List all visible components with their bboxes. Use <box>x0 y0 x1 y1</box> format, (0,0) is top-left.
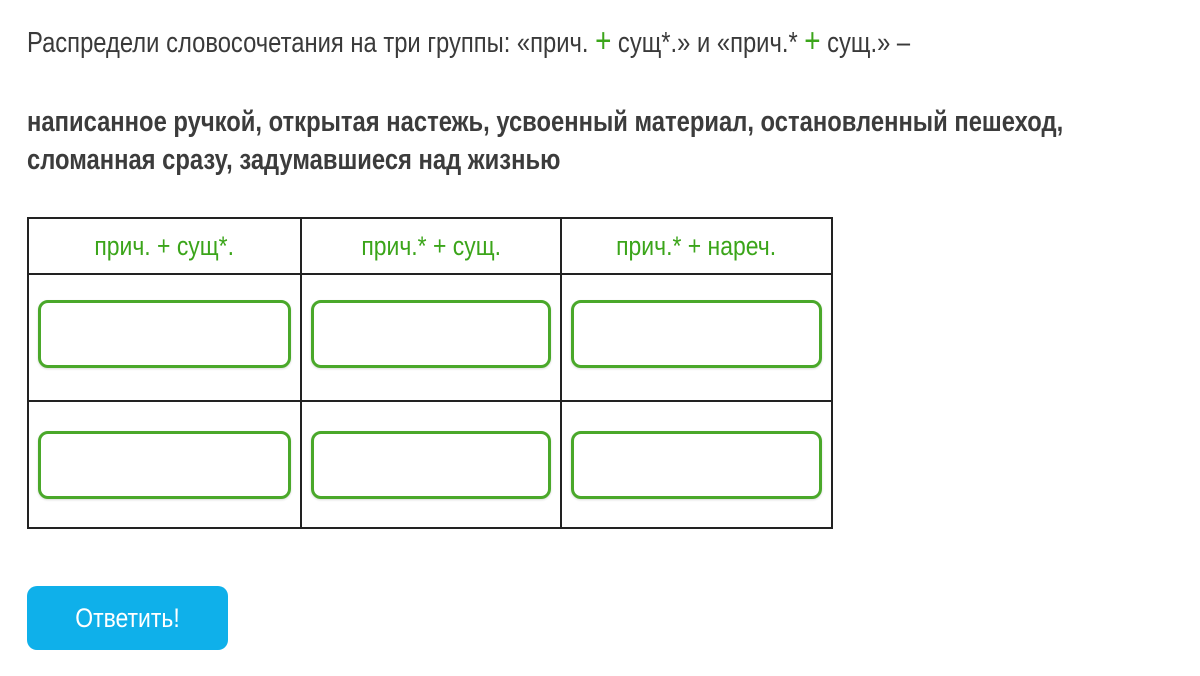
word-list-line: написанное ручкой, открытая настежь, усв… <box>27 106 1064 138</box>
drop-zone[interactable] <box>38 299 291 368</box>
drop-zone[interactable] <box>311 299 551 368</box>
drop-zone[interactable] <box>311 430 551 499</box>
table-cell <box>560 273 833 402</box>
table-cell <box>300 273 562 402</box>
submit-answer-label: Ответить! <box>75 602 180 633</box>
drop-zone[interactable] <box>38 430 291 499</box>
table-cell <box>27 273 302 402</box>
table-cell <box>300 400 562 529</box>
table-cell <box>27 400 302 529</box>
plus-icon: + <box>804 22 821 60</box>
instruction-text: Распредели словосочетания на три группы:… <box>27 27 589 59</box>
submit-answer-button[interactable]: Ответить! <box>27 586 228 650</box>
drop-zone[interactable] <box>571 299 822 368</box>
column-header: прич.* + нареч. <box>560 217 833 275</box>
grouping-table: прич. + сущ*. прич.* + сущ. прич.* + нар… <box>27 217 833 529</box>
instruction-text: сущ*.» и «прич.* <box>617 27 798 59</box>
task-instruction: Распредели словосочетания на три группы:… <box>27 22 1104 61</box>
column-header: прич. + сущ*. <box>27 217 302 275</box>
plus-icon: + <box>595 22 612 60</box>
word-list-line: сломанная сразу, задумавшиеся над жизнью <box>27 144 561 176</box>
drop-zone[interactable] <box>571 430 822 499</box>
table-cell <box>560 400 833 529</box>
word-list: написанное ручкой, открытая настежь, усв… <box>27 103 1200 179</box>
column-header: прич.* + сущ. <box>300 217 562 275</box>
instruction-text: сущ.» – <box>827 27 911 59</box>
